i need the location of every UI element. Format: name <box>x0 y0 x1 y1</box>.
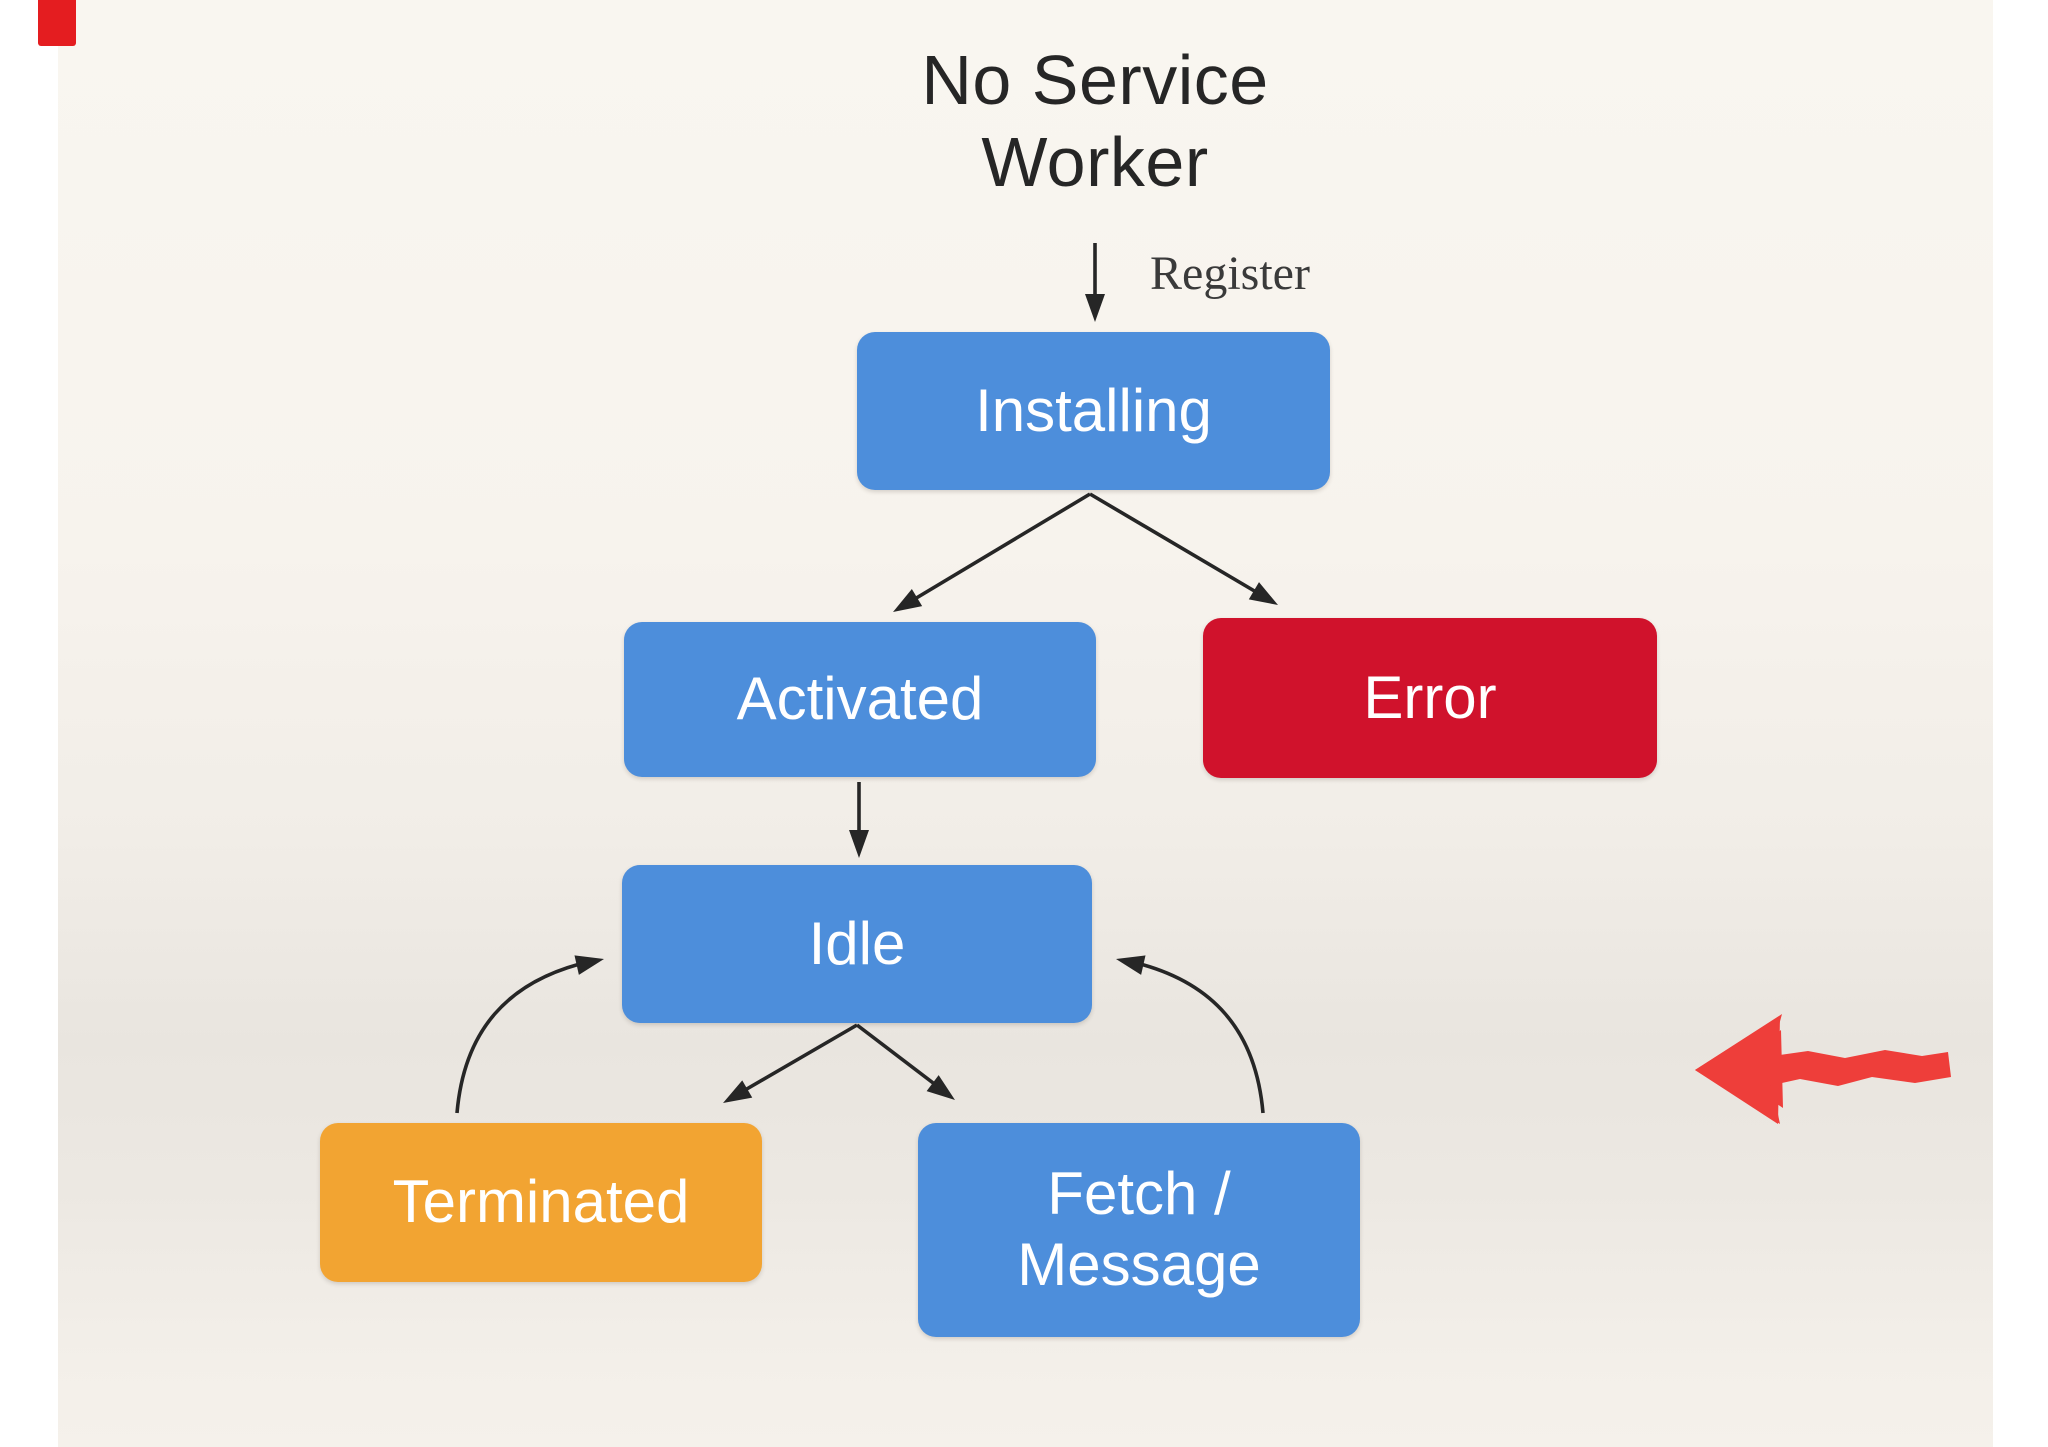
edge-terminated-idle <box>455 955 604 1114</box>
node-activated: Activated <box>624 622 1096 777</box>
edge-register <box>1085 243 1105 322</box>
node-error: Error <box>1203 618 1657 778</box>
node-installing: Installing <box>857 332 1330 490</box>
edge-idle-terminated <box>723 1023 858 1103</box>
node-fetch-message: Fetch / Message <box>918 1123 1360 1337</box>
node-terminated: Terminated <box>320 1123 762 1282</box>
edge-fetch-idle <box>1116 955 1265 1114</box>
register-edge-label: Register <box>1150 247 1310 300</box>
edge-installing-error <box>1089 492 1278 605</box>
red-annotation-arrow <box>1695 1014 1951 1124</box>
diagram-title: No Service Worker <box>921 41 1269 201</box>
edge-idle-fetch <box>855 1023 955 1100</box>
edge-installing-activated <box>893 492 1091 612</box>
node-idle: Idle <box>622 865 1092 1023</box>
red-marker <box>38 0 76 46</box>
edge-activated-idle <box>849 782 869 858</box>
